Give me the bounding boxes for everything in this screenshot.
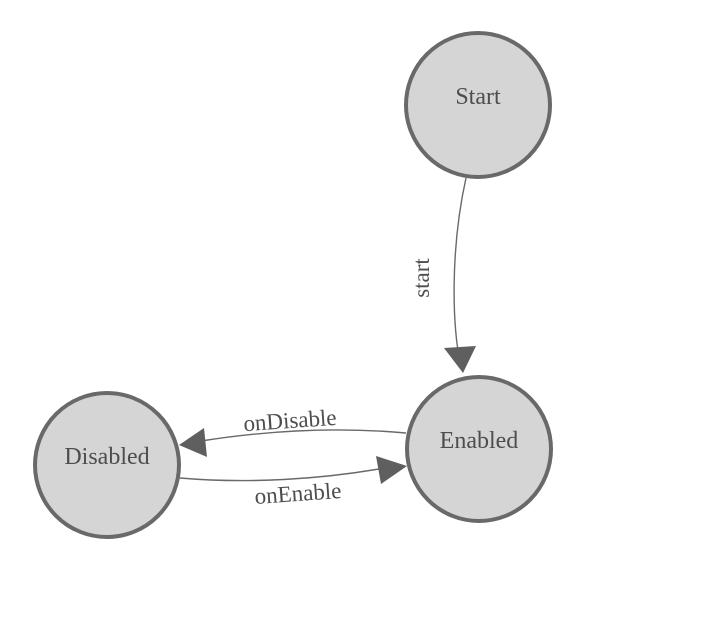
edge-enabled-to-disabled: onDisable xyxy=(179,405,407,457)
state-circle-disabled xyxy=(33,391,181,539)
state-circle-enabled xyxy=(405,375,553,523)
edge-line-start-to-enabled xyxy=(453,177,467,367)
state-node-start: Start xyxy=(404,31,552,179)
edge-label-start: start xyxy=(409,258,434,298)
edge-disabled-to-enabled: onEnable xyxy=(179,456,407,509)
arrowhead-start-to-enabled-icon xyxy=(444,346,476,373)
state-node-disabled: Disabled xyxy=(33,391,181,539)
edge-label-ondisable: onDisable xyxy=(243,405,338,436)
edge-label-onenable: onEnable xyxy=(254,478,342,509)
edge-line-disabled-to-enabled xyxy=(179,468,380,482)
state-label-start: Start xyxy=(455,84,501,110)
state-label-enabled: Enabled xyxy=(440,428,519,454)
arrowhead-enabled-to-disabled-icon xyxy=(179,428,207,457)
arrowhead-disabled-to-enabled-icon xyxy=(376,456,407,484)
state-label-disabled: Disabled xyxy=(64,444,149,470)
edge-line-enabled-to-disabled xyxy=(200,429,407,442)
state-circle-start xyxy=(404,31,552,179)
edge-start-to-enabled: start xyxy=(409,177,476,373)
state-node-enabled: Enabled xyxy=(405,375,553,523)
